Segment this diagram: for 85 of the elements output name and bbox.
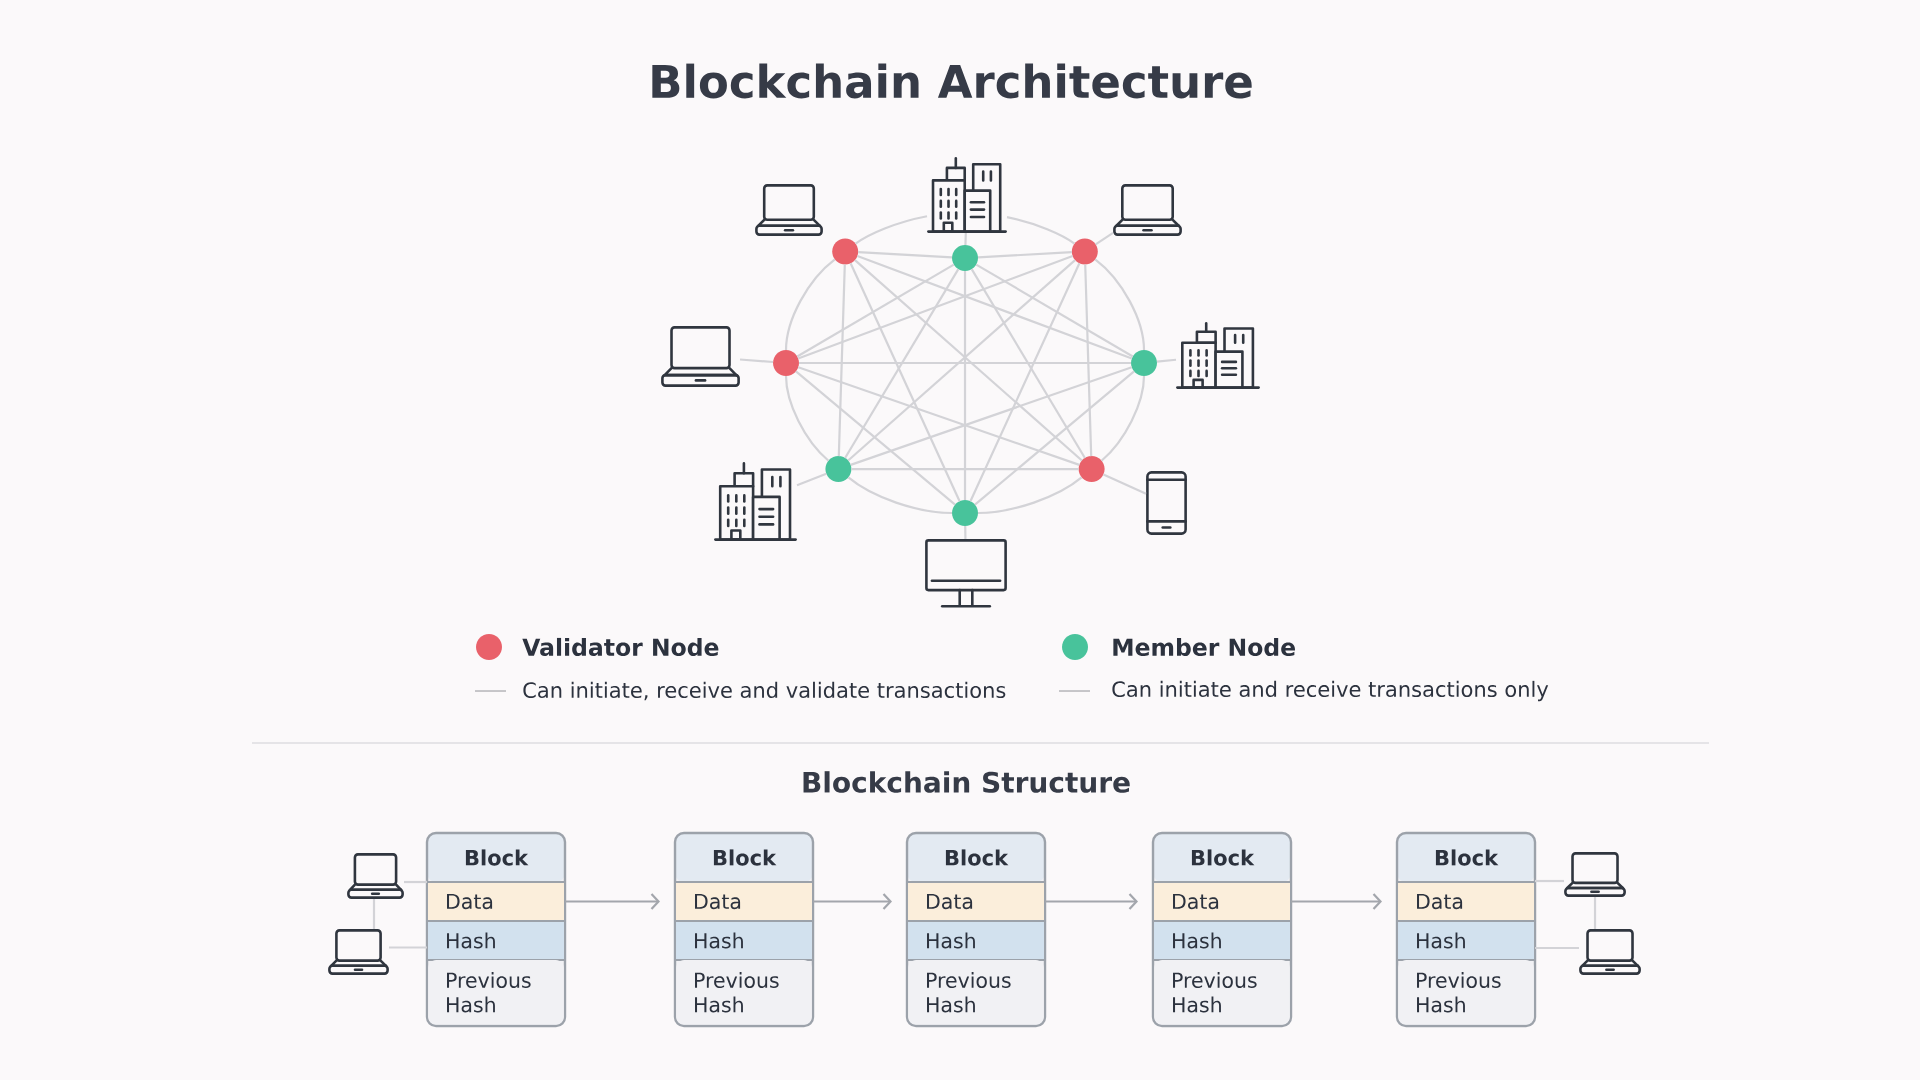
node-dot bbox=[1071, 238, 1098, 265]
connector-line bbox=[796, 472, 827, 487]
connector-line bbox=[1593, 897, 1597, 929]
node-dot bbox=[773, 350, 799, 376]
block-row: Previous Hash bbox=[676, 960, 812, 1025]
node-dot bbox=[832, 238, 859, 265]
connector-line bbox=[851, 468, 1079, 471]
connector-line bbox=[974, 370, 1135, 506]
connector-line bbox=[977, 251, 1072, 259]
connector-line bbox=[799, 361, 1131, 365]
title: Blockchain Architecture bbox=[652, 63, 1252, 99]
block-row: Data bbox=[426, 881, 566, 922]
block-row: Data bbox=[1396, 881, 1536, 922]
connector-line bbox=[1094, 258, 1146, 351]
connector-line bbox=[372, 899, 376, 929]
block-row: Hash bbox=[674, 920, 814, 961]
connector-line bbox=[389, 946, 427, 949]
legend-text: Can initiate, receive and validate transactions bbox=[523, 681, 1006, 701]
laptop-icon bbox=[1579, 929, 1641, 975]
connector-line bbox=[1100, 375, 1146, 462]
connector-line bbox=[837, 264, 846, 457]
block-row: Previous Hash bbox=[428, 960, 564, 1025]
node-dot bbox=[952, 245, 978, 271]
node-dot bbox=[1078, 456, 1105, 483]
legend-text: Validator Node bbox=[522, 637, 719, 657]
monitor-icon bbox=[925, 539, 1007, 608]
block-row: Previous Hash bbox=[1398, 960, 1534, 1025]
laptop-icon bbox=[661, 326, 740, 387]
block-row: Hash bbox=[906, 920, 1046, 961]
block-row: Data bbox=[1152, 881, 1292, 922]
block-row: Hash bbox=[1396, 920, 1536, 961]
building-icon bbox=[927, 157, 1007, 233]
connector-line bbox=[964, 232, 967, 246]
connector-line bbox=[739, 358, 774, 364]
laptop-icon bbox=[347, 853, 404, 899]
connector-line bbox=[1156, 358, 1177, 363]
connector-line bbox=[850, 366, 1133, 466]
connector-line bbox=[857, 255, 1133, 360]
building-icon bbox=[1176, 322, 1260, 389]
block-row: Previous Hash bbox=[908, 960, 1044, 1025]
connector-line bbox=[784, 375, 830, 462]
connector-line bbox=[796, 263, 955, 358]
arrow bbox=[1291, 893, 1382, 910]
connector-line bbox=[849, 262, 961, 502]
connector-line bbox=[1535, 946, 1579, 950]
connector-line bbox=[1103, 473, 1147, 495]
block-row: Hash bbox=[1152, 920, 1292, 961]
connector-line bbox=[1535, 879, 1564, 883]
connector-line bbox=[1095, 231, 1114, 246]
arrow bbox=[565, 893, 660, 910]
arrow bbox=[813, 893, 892, 910]
legend-text: Can initiate and receive transactions only bbox=[1112, 680, 1549, 702]
block-row: Data bbox=[906, 881, 1046, 922]
building-icon bbox=[714, 462, 797, 541]
connector-line bbox=[969, 262, 1081, 502]
connector-line bbox=[784, 258, 836, 351]
arrow bbox=[1045, 893, 1138, 910]
laptop-icon bbox=[1564, 852, 1626, 897]
connector-line bbox=[854, 215, 928, 245]
connector-line bbox=[1084, 264, 1093, 457]
connector-line bbox=[975, 263, 1134, 358]
connector-line bbox=[797, 366, 1080, 466]
laptop-icon bbox=[328, 929, 389, 975]
connector-line bbox=[797, 255, 1073, 360]
connector-line bbox=[404, 880, 427, 884]
node-dot bbox=[825, 456, 852, 483]
connector-line bbox=[970, 268, 1086, 459]
legend-text: Member Node bbox=[1113, 637, 1295, 657]
block-row: Data bbox=[674, 881, 814, 922]
node-dot bbox=[1131, 350, 1157, 376]
connector-line bbox=[858, 251, 953, 259]
block-row: Previous Hash bbox=[1154, 960, 1290, 1025]
section-heading: Blockchain Structure bbox=[803, 771, 1130, 793]
phone-icon bbox=[1146, 471, 1187, 535]
connector-line bbox=[847, 476, 953, 515]
connector-line bbox=[963, 271, 967, 500]
connector-line bbox=[1006, 216, 1076, 245]
connector-line bbox=[977, 476, 1083, 515]
connector-line bbox=[795, 370, 956, 506]
laptop-icon bbox=[755, 184, 823, 236]
connector-line bbox=[964, 526, 967, 540]
laptop-icon bbox=[1113, 184, 1182, 236]
connector-line bbox=[844, 268, 960, 459]
node-dot bbox=[952, 500, 978, 526]
block-row: Hash bbox=[426, 920, 566, 961]
